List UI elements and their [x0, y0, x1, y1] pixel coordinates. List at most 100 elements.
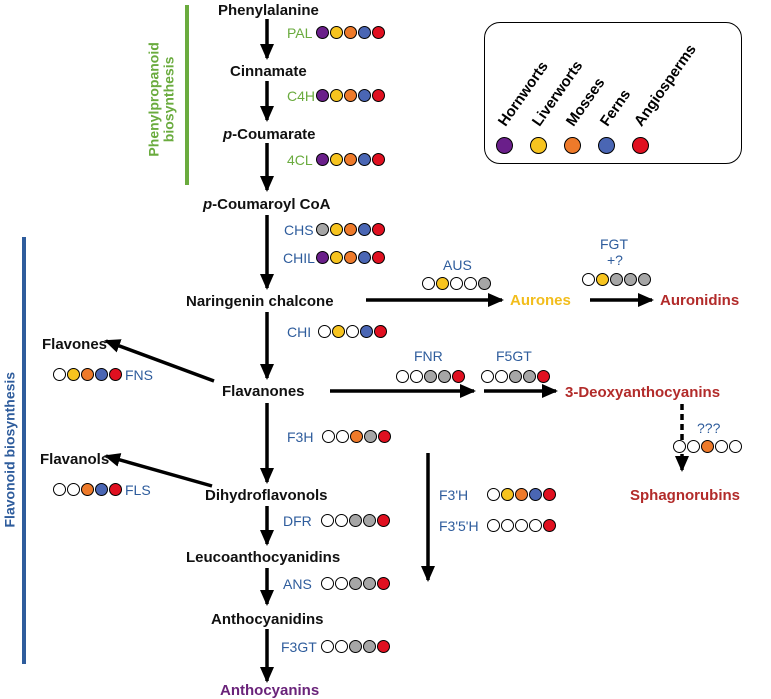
dots-f3gt	[321, 640, 391, 653]
presence-dot-absent	[422, 277, 435, 290]
presence-dot-absent	[318, 325, 331, 338]
presence-dot-angiosperms	[377, 514, 390, 527]
presence-dot-grey	[624, 273, 637, 286]
presence-dot-absent	[67, 483, 80, 496]
enzyme-c4h-label: C4H	[287, 88, 316, 104]
presence-dot-mosses	[344, 153, 357, 166]
presence-dot-grey	[610, 273, 623, 286]
dots-ans	[321, 577, 391, 590]
compound-anthocyanins: Anthocyanins	[220, 682, 320, 699]
legend-dot-ferns	[598, 137, 615, 154]
compound-anthocyanidins: Anthocyanidins	[211, 611, 324, 628]
presence-dot-mosses	[81, 368, 94, 381]
presence-dot-absent	[729, 440, 742, 453]
enzyme-pal-label: PAL	[287, 25, 313, 41]
presence-dot-liverworts	[330, 153, 343, 166]
presence-dot-absent	[582, 273, 595, 286]
presence-dot-hornworts	[316, 89, 329, 102]
presence-dot-absent	[529, 519, 542, 532]
enzyme-fgt-label: FGT	[600, 236, 628, 252]
presence-dot-ferns	[95, 483, 108, 496]
dots-pal	[316, 26, 386, 39]
presence-dot-ferns	[529, 488, 542, 501]
dots-fnr	[396, 370, 466, 383]
enzyme-f3h-label: F3H	[287, 429, 314, 445]
dots-c4h	[316, 89, 386, 102]
legend-dot-hornworts	[496, 137, 513, 154]
compound-naringenin-chalcone: Naringenin chalcone	[186, 293, 334, 310]
presence-dot-hornworts	[316, 26, 329, 39]
compound-p-coumarate: p-Coumarate	[223, 127, 316, 142]
presence-dot-angiosperms	[372, 223, 385, 236]
presence-dot-angiosperms	[372, 251, 385, 264]
presence-dot-ferns	[360, 325, 373, 338]
presence-dot-ferns	[358, 89, 371, 102]
compound-cinnamate: Cinnamate	[230, 63, 307, 80]
dots-fls	[53, 483, 123, 496]
presence-dot-grey	[478, 277, 491, 290]
enzyme-ans-label: ANS	[283, 576, 312, 592]
presence-dot-mosses	[344, 89, 357, 102]
presence-dot-ferns	[358, 223, 371, 236]
compound-phenylalanine: Phenylalanine	[218, 2, 319, 19]
dots-f5gt	[481, 370, 551, 383]
legend-box	[484, 22, 742, 164]
compound-3-deoxyanthocyanins: 3-Deoxyanthocyanins	[565, 384, 721, 401]
presence-dot-absent	[715, 440, 728, 453]
p-coumaroyl-rest: -Coumaroyl CoA	[212, 196, 331, 213]
presence-dot-grey	[363, 640, 376, 653]
presence-dot-absent	[481, 370, 494, 383]
dots-chs	[316, 223, 386, 236]
compound-flavanols: Flavanols	[40, 451, 110, 468]
presence-dot-grey	[349, 514, 362, 527]
enzyme-f35h-label: F3'5'H	[439, 518, 479, 534]
dots-dfr	[321, 514, 391, 527]
arrow-dhf-flavanols	[104, 453, 213, 488]
dots-aus	[422, 277, 492, 290]
enzyme-chil-label: CHIL	[283, 250, 315, 266]
presence-dot-grey	[364, 430, 377, 443]
enzyme-dfr-label: DFR	[283, 513, 312, 529]
compound-flavones: Flavones	[42, 336, 108, 353]
presence-dot-absent	[495, 370, 508, 383]
legend-dot-liverworts	[530, 137, 547, 154]
enzyme-4cl-label: 4CL	[287, 152, 313, 168]
presence-dot-absent	[53, 483, 66, 496]
presence-dot-absent	[515, 519, 528, 532]
dots-4cl	[316, 153, 386, 166]
presence-dot-absent	[450, 277, 463, 290]
phenylpropanoid-line1: Phenylpropanoid	[145, 42, 162, 157]
presence-dot-mosses	[344, 223, 357, 236]
presence-dot-mosses	[350, 430, 363, 443]
enzyme-chi-label: CHI	[287, 324, 312, 340]
presence-dot-mosses	[344, 251, 357, 264]
dots-chil	[316, 251, 386, 264]
presence-dot-grey	[349, 577, 362, 590]
presence-dot-liverworts	[501, 488, 514, 501]
presence-dot-liverworts	[436, 277, 449, 290]
presence-dot-absent	[501, 519, 514, 532]
presence-dot-angiosperms	[543, 519, 556, 532]
compound-aurones: Aurones	[510, 292, 571, 309]
presence-dot-ferns	[358, 26, 371, 39]
presence-dot-angiosperms	[109, 483, 122, 496]
dots-f35h	[487, 519, 557, 532]
presence-dot-absent	[335, 577, 348, 590]
presence-dot-grey	[363, 514, 376, 527]
compound-auronidins: Auronidins	[660, 292, 740, 309]
presence-dot-grey	[509, 370, 522, 383]
phenylpropanoid-line2: biosynthesis	[161, 56, 177, 143]
dots-fgt	[582, 273, 652, 286]
compound-dihydroflavonols: Dihydroflavonols	[205, 487, 328, 504]
flavonoid-title: Flavonoid biosynthesis	[1, 371, 18, 528]
presence-dot-angiosperms	[452, 370, 465, 383]
presence-dot-angiosperms	[374, 325, 387, 338]
presence-dot-mosses	[81, 483, 94, 496]
enzyme-fgt-label-2: +?	[607, 252, 623, 268]
presence-dot-angiosperms	[377, 577, 390, 590]
presence-dot-grey	[363, 577, 376, 590]
presence-dot-hornworts	[316, 153, 329, 166]
dots-f3h	[322, 430, 392, 443]
enzyme-fls-label: FLS	[125, 482, 151, 498]
presence-dot-ferns	[358, 251, 371, 264]
